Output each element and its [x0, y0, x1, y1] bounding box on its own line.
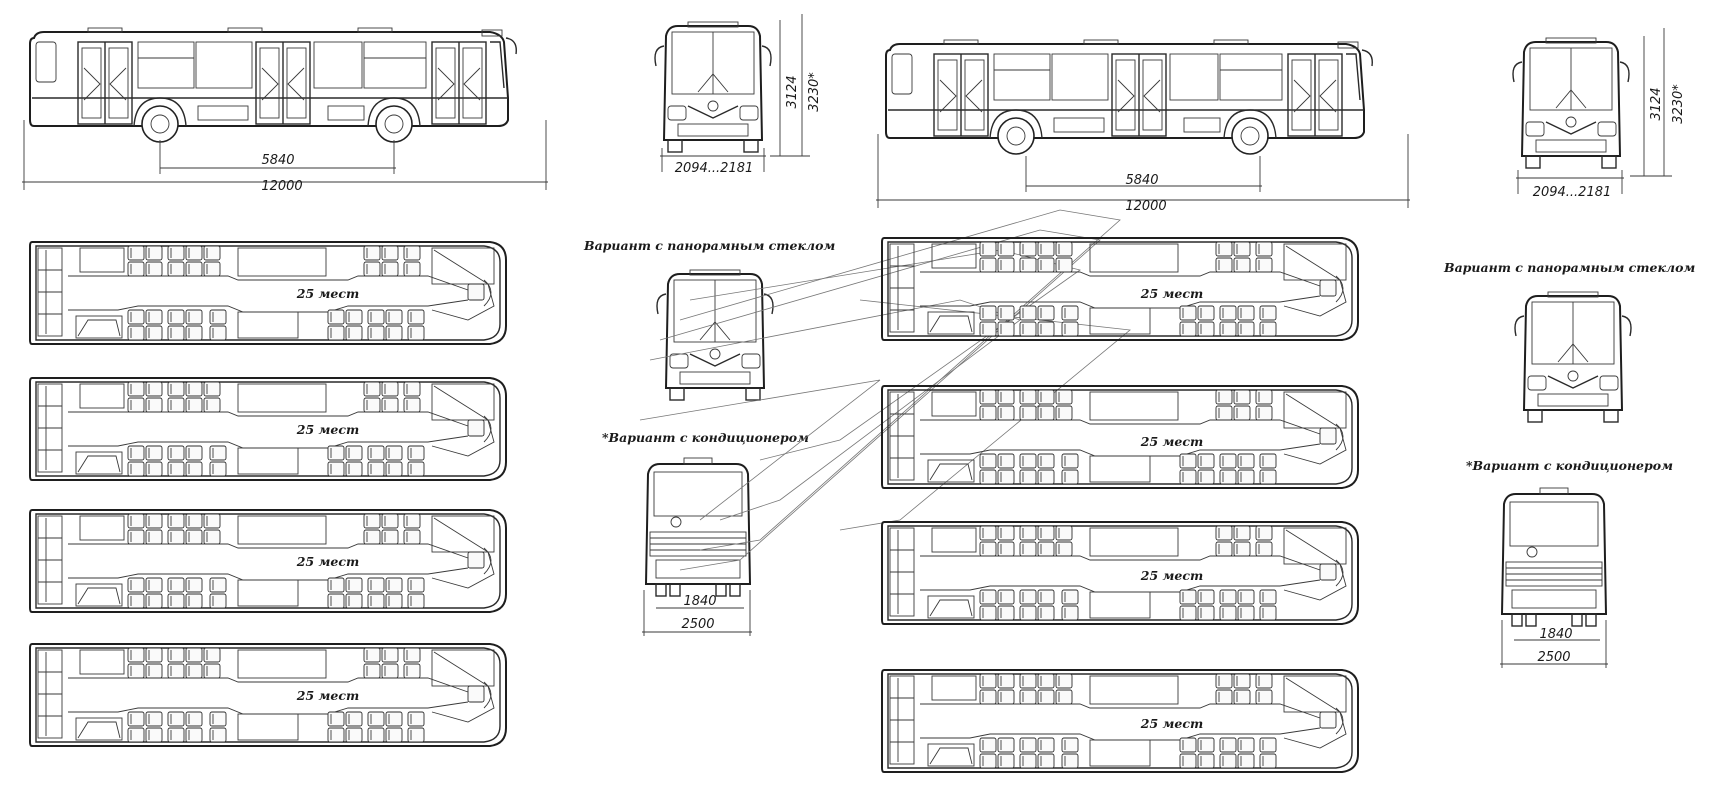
right-dimensions	[876, 134, 1410, 208]
right-floor-plan-4	[882, 670, 1358, 772]
left-floor-plan-3	[30, 510, 506, 612]
left-plan-1-seats: 25 мест	[296, 286, 359, 301]
right-aircon-caption: *Вариант с кондиционером	[1466, 458, 1673, 473]
left-plan-3-seats: 25 мест	[296, 554, 359, 569]
right-front-view	[1512, 28, 1672, 194]
left-plan-4-seats: 25 мест	[296, 688, 359, 703]
right-height-ac-label: 3230*	[1671, 84, 1686, 124]
right-height-label: 3124	[1649, 87, 1664, 120]
right-panoramic-caption: Вариант с панорамным стеклом	[1443, 260, 1695, 275]
left-aircon-caption: *Вариант с кондиционером	[602, 430, 809, 445]
left-ac-dimensions	[642, 590, 752, 636]
right-floor-plan-3	[882, 522, 1358, 624]
left-ac-track-label: 1840	[683, 594, 716, 609]
right-wheelbase-label: 5840	[1125, 173, 1158, 188]
left-height-label: 3124	[785, 75, 800, 108]
right-plan-2-seats: 25 мест	[1140, 434, 1203, 449]
right-ac-width-label: 2500	[1537, 650, 1570, 665]
left-floor-plan-1	[30, 242, 506, 344]
right-plan-4-seats: 25 мест	[1140, 716, 1203, 731]
right-ac-dimensions	[1500, 620, 1608, 668]
right-plan-3-seats: 25 мест	[1140, 568, 1203, 583]
right-floor-plan-1	[882, 238, 1358, 340]
left-aircon-front-view	[645, 457, 751, 597]
right-side-elevation	[885, 39, 1374, 155]
left-dimensions	[22, 120, 548, 190]
right-floor-plan-2	[882, 386, 1358, 488]
left-floor-plan-4	[30, 644, 506, 746]
left-side-elevation	[29, 27, 518, 143]
left-height-ac-label: 3230*	[807, 72, 822, 112]
left-floor-plan-2	[30, 378, 506, 480]
left-length-label: 12000	[261, 179, 302, 194]
right-panoramic-front-view	[1514, 291, 1632, 423]
left-front-view	[654, 14, 810, 172]
right-plan-1-seats: 25 мест	[1140, 286, 1203, 301]
right-aircon-front-view	[1501, 487, 1607, 627]
left-track-label: 2094...2181	[675, 161, 754, 176]
right-track-label: 2094...2181	[1533, 185, 1612, 200]
left-ac-width-label: 2500	[681, 617, 714, 632]
left-wheelbase-label: 5840	[261, 153, 294, 168]
right-length-label: 12000	[1125, 199, 1166, 214]
left-plan-2-seats: 25 мест	[296, 422, 359, 437]
left-panoramic-caption: Вариант с панорамным стеклом	[583, 238, 835, 253]
right-ac-track-label: 1840	[1539, 627, 1572, 642]
